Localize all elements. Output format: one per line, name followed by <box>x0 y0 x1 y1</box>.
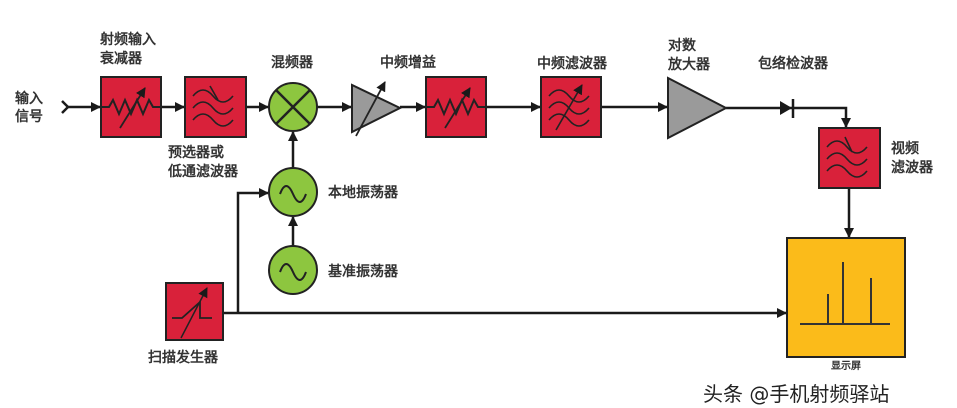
label-input-signal-1: 输入 <box>15 90 43 107</box>
log-amplifier <box>667 76 729 140</box>
display-block <box>786 237 906 358</box>
if-filter-block <box>540 76 602 138</box>
label-log-amp-2: 放大器 <box>667 56 711 73</box>
label-preselector-1: 预选器或 <box>168 144 224 161</box>
filter-wave-icon <box>192 85 234 127</box>
preselector-filter-block <box>184 76 247 138</box>
label-video-filter-1: 视频 <box>891 140 919 157</box>
rf-attenuator-block <box>100 76 162 138</box>
sweep-generator-block <box>165 282 224 341</box>
variable-resistor-icon <box>101 97 161 117</box>
reference-oscillator-block <box>268 245 318 295</box>
mixer-block <box>268 82 318 132</box>
label-if-filter: 中频滤波器 <box>537 55 608 72</box>
sine-wave-icon <box>279 185 307 203</box>
watermark: 头条 @手机射频驿站 <box>703 382 889 406</box>
label-preselector-2: 低通滤波器 <box>167 163 239 180</box>
if-gain-attenuator-block <box>425 76 487 138</box>
label-reference-oscillator: 基准振荡器 <box>328 263 399 280</box>
spectrum-trace-icon <box>800 262 890 325</box>
label-local-oscillator: 本地振荡器 <box>328 184 399 201</box>
local-oscillator-block <box>268 167 318 217</box>
signal-connections <box>61 100 854 318</box>
label-video-filter-2: 滤波器 <box>891 159 934 176</box>
connection-sweep-to-lo <box>236 188 269 313</box>
label-sweep-generator: 扫描发生器 <box>148 349 219 366</box>
label-display: 显示屏 <box>831 360 861 372</box>
tunable-filter-icon <box>548 84 590 131</box>
label-input-signal-2: 信号 <box>15 108 43 125</box>
if-gain-amplifier <box>351 81 403 137</box>
label-log-amp-1: 对数 <box>668 37 697 54</box>
video-filter-block <box>818 127 881 189</box>
input-connector-icon <box>61 100 70 114</box>
label-envelope-detector: 包络检波器 <box>758 55 829 72</box>
sine-wave-icon <box>279 263 307 281</box>
mixer-x-icon <box>275 89 311 125</box>
label-rf-attenuator-1: 射频输入 <box>99 31 156 48</box>
label-mixer: 混频器 <box>271 54 314 71</box>
filter-wave-icon <box>826 136 868 178</box>
label-rf-attenuator-2: 衰减器 <box>99 50 143 67</box>
label-if-gain: 中频增益 <box>380 54 436 71</box>
connection-detector-to-video-filter <box>793 106 851 128</box>
envelope-detector-diode-icon <box>780 99 795 118</box>
variable-resistor-icon <box>426 97 486 117</box>
